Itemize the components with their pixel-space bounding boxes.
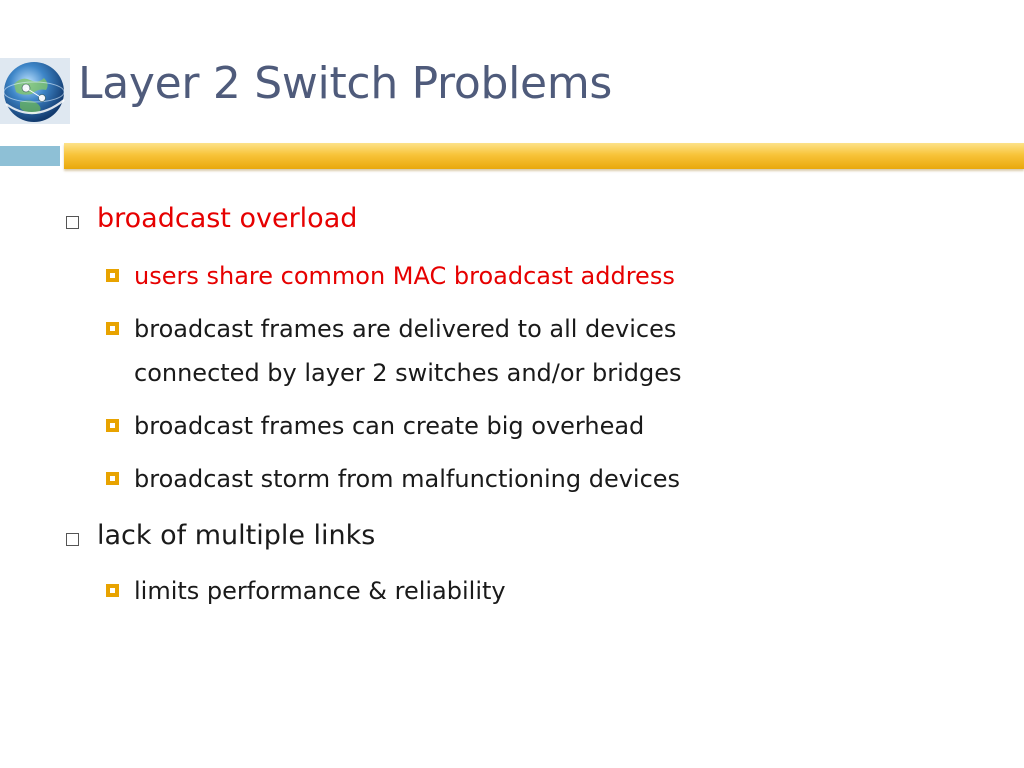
sub-bullet-shared-mac-address: users share common MAC broadcast address — [134, 262, 675, 290]
filled-square-bullet-icon — [106, 419, 119, 432]
filled-square-bullet-icon — [106, 322, 119, 335]
globe-logo-icon — [0, 58, 70, 124]
sub-bullet-frames-delivered-line-2: connected by layer 2 switches and/or bri… — [134, 359, 682, 387]
open-square-bullet-icon — [66, 533, 79, 546]
sub-bullet-frames-delivered-line-1: broadcast frames are delivered to all de… — [134, 315, 677, 343]
title-accent-bar-gold — [64, 143, 1024, 169]
sub-bullet-big-overhead: broadcast frames can create big overhead — [134, 412, 645, 440]
title-accent-bar-blue — [0, 146, 60, 166]
filled-square-bullet-icon — [106, 472, 119, 485]
filled-square-bullet-icon — [106, 269, 119, 282]
slide-title: Layer 2 Switch Problems — [78, 58, 613, 109]
filled-square-bullet-icon — [106, 584, 119, 597]
sub-bullet-broadcast-storm: broadcast storm from malfunctioning devi… — [134, 465, 681, 493]
bullet-lack-of-multiple-links: lack of multiple links — [97, 520, 376, 551]
sub-bullet-limits-performance: limits performance & reliability — [134, 577, 506, 605]
bullet-broadcast-overload: broadcast overload — [97, 203, 358, 234]
open-square-bullet-icon — [66, 216, 79, 229]
